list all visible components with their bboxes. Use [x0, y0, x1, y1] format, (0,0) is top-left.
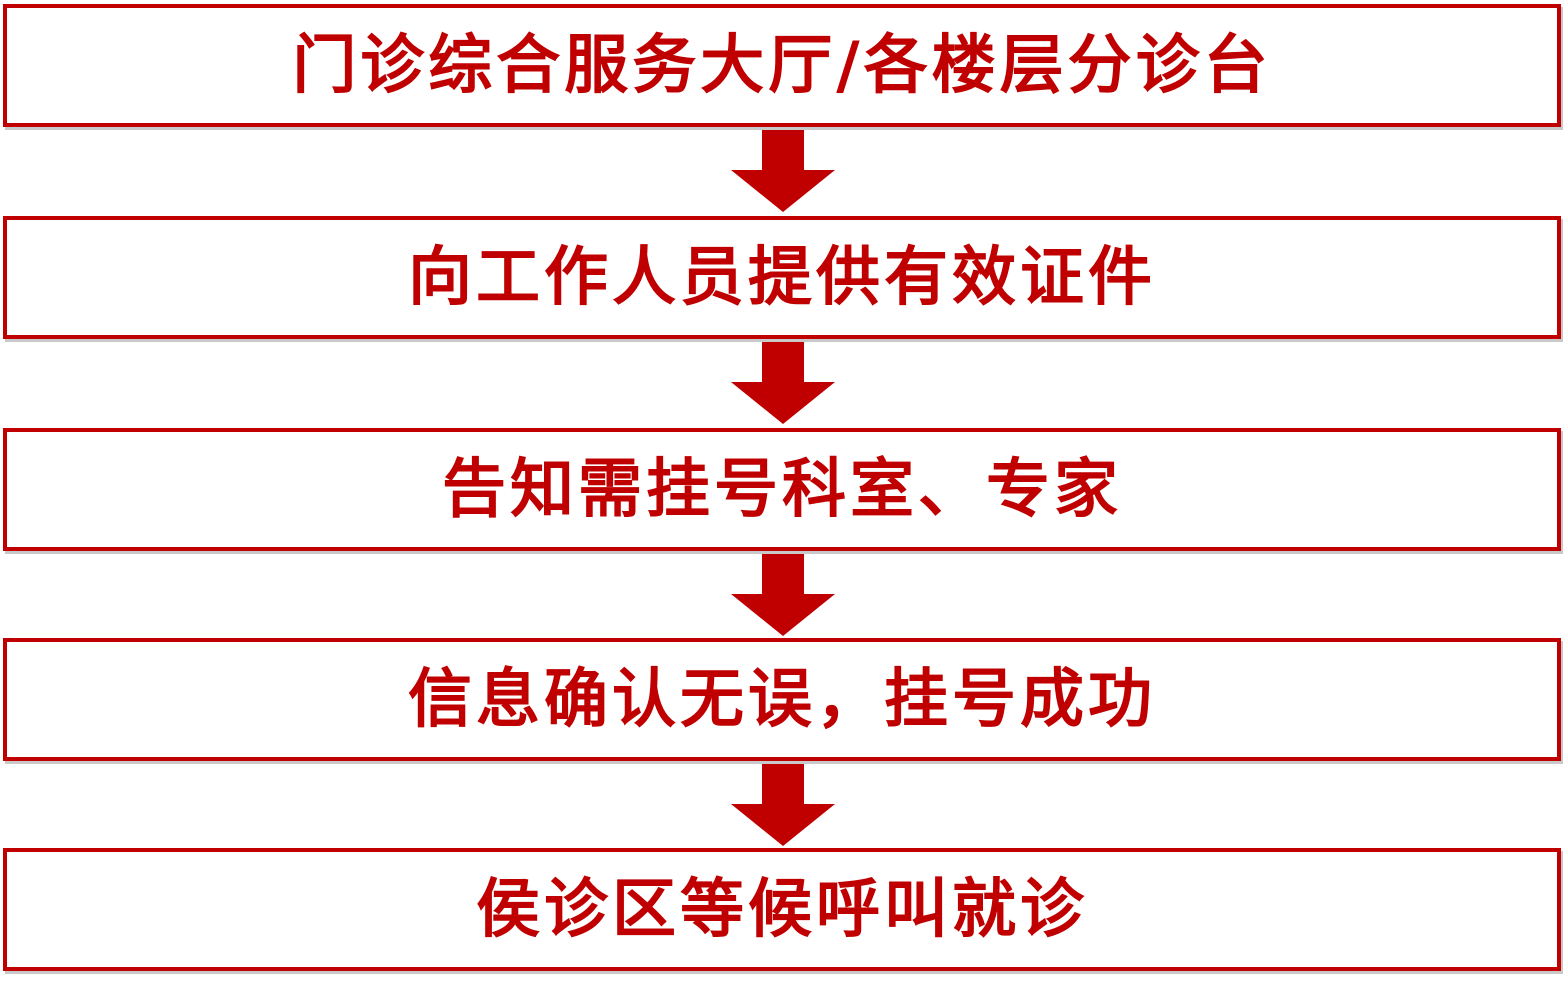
step-2-box: 向工作人员提供有效证件 — [3, 216, 1561, 339]
step-2-label: 向工作人员提供有效证件 — [408, 239, 1156, 315]
arrow-down-icon — [731, 554, 835, 636]
step-4-box: 信息确认无误，挂号成功 — [3, 638, 1561, 761]
step-1-box: 门诊综合服务大厅/各楼层分诊台 — [3, 4, 1561, 127]
arrow-down-icon — [731, 130, 835, 212]
arrow-down-icon — [731, 764, 835, 846]
step-3-box: 告知需挂号科室、专家 — [3, 428, 1561, 551]
step-3-label: 告知需挂号科室、专家 — [442, 451, 1122, 527]
step-1-label: 门诊综合服务大厅/各楼层分诊台 — [292, 27, 1272, 103]
arrow-down-icon — [731, 342, 835, 424]
step-5-box: 侯诊区等候呼叫就诊 — [3, 848, 1561, 971]
step-4-label: 信息确认无误，挂号成功 — [408, 661, 1156, 737]
step-5-label: 侯诊区等候呼叫就诊 — [476, 871, 1088, 947]
